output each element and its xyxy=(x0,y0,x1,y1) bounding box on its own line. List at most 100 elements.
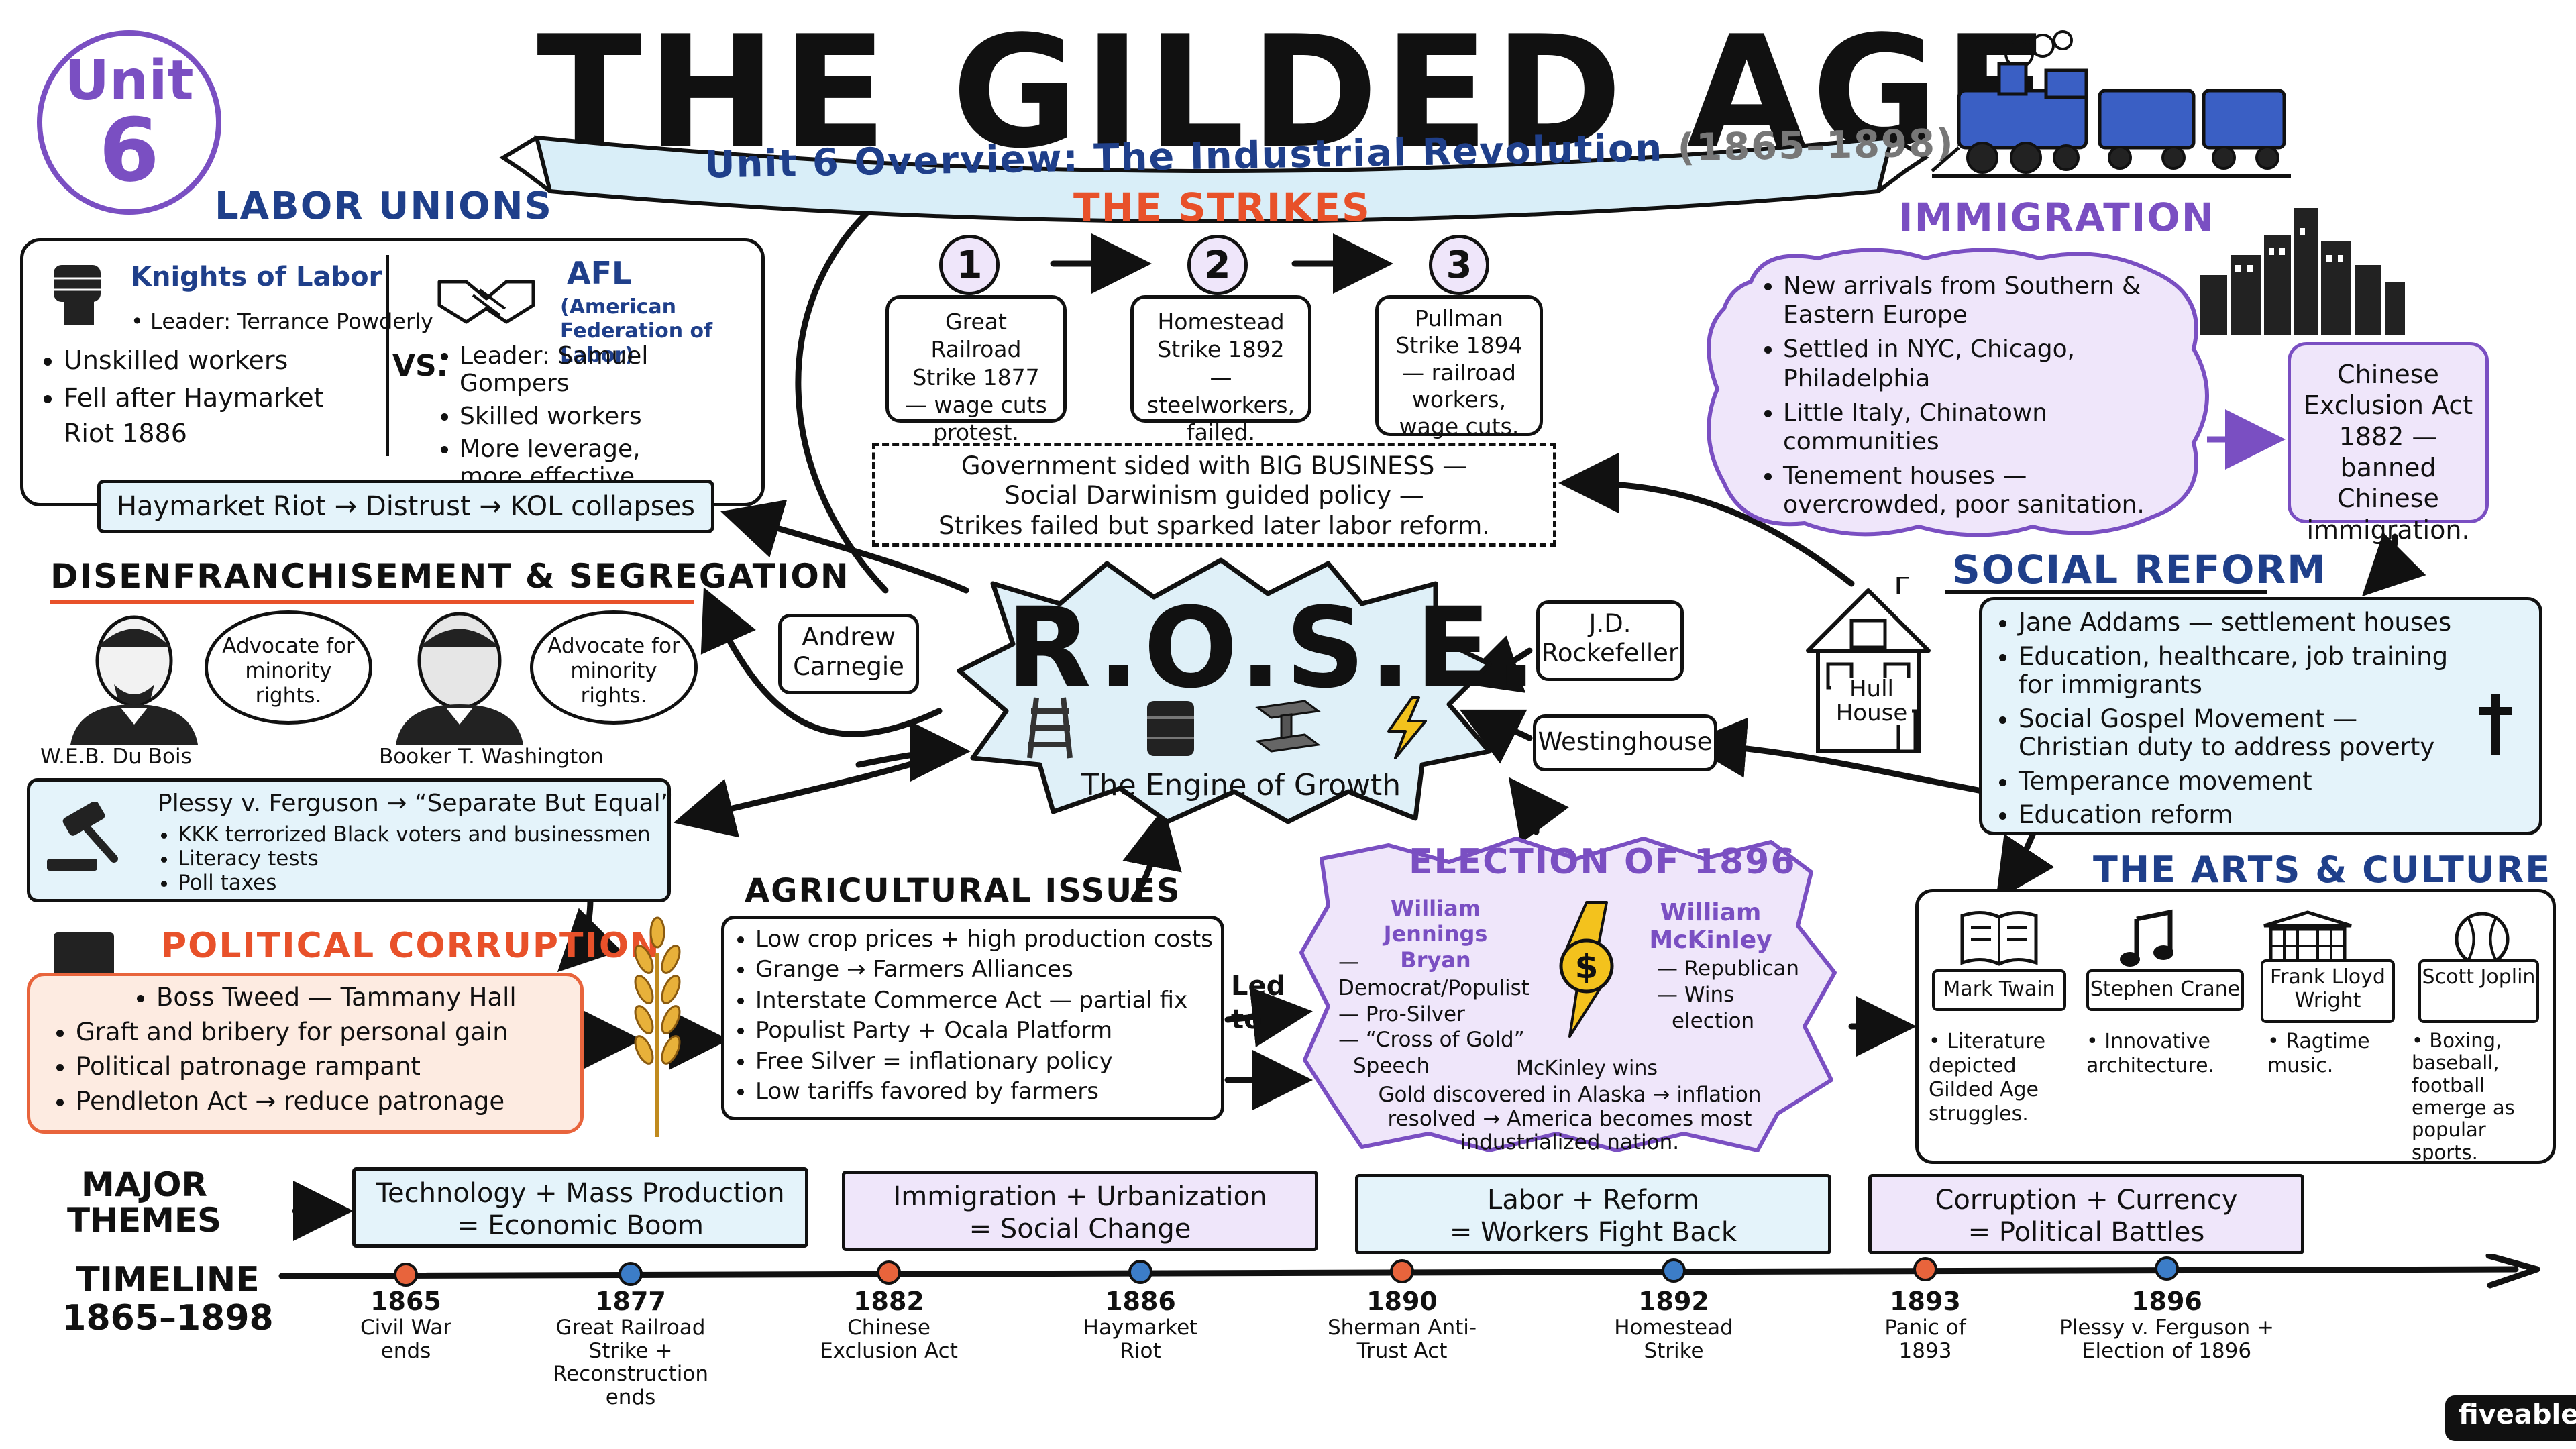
social-reform-point: Education, healthcare, job training for … xyxy=(2019,642,2459,700)
du-bois-name: W.E.B. Du Bois xyxy=(40,745,192,769)
washington-portrait xyxy=(396,612,523,745)
afl-full: (American Federation of Labor) xyxy=(560,295,713,367)
rose-caption: The Engine of Growth xyxy=(1081,768,1401,802)
agri-point: Populist Party + Ocala Platform xyxy=(755,1017,1221,1044)
kol-points: Unskilled workers Fell after Haymarket R… xyxy=(30,345,379,457)
strike-num-1: 1 xyxy=(939,235,1000,295)
led-to-label: Led to xyxy=(1231,971,1286,1035)
election-burst xyxy=(1299,837,1837,1152)
agri-point: Low tariffs favored by farmers xyxy=(755,1078,1221,1106)
vs-label: VS. xyxy=(392,349,448,383)
timeline-event-text: Homestead Strike xyxy=(1614,1316,1733,1363)
corruption-points: Boss Tweed — Tammany Hall Graft and brib… xyxy=(44,983,574,1122)
rose-burst xyxy=(957,557,1492,824)
agri-point: Low crop prices + high production costs xyxy=(755,926,1221,953)
fist-icon xyxy=(54,265,101,325)
political-corruption-panel: Boss Tweed — Tammany Hall Graft and brib… xyxy=(27,973,584,1134)
steel-beam-icon xyxy=(1255,700,1321,753)
labor-unions-title: LABOR UNIONS xyxy=(215,184,553,228)
disenfranchisement-title: DISENFRANCHISEMENT & SEGREGATION xyxy=(50,557,850,596)
theme-line: Technology + Mass Production xyxy=(376,1178,785,1209)
immigration-point: Tenement houses — overcrowded, poor sani… xyxy=(1783,462,2180,519)
corruption-point: Graft and bribery for personal gain xyxy=(76,1018,574,1047)
subtitle-years: (1865–1898) xyxy=(1677,121,1955,170)
timeline-axis xyxy=(278,1254,2540,1289)
arts-desc-twain: • Literature depicted Gilded Age struggl… xyxy=(1929,1030,2046,1126)
washington-name: Booker T. Washington xyxy=(379,745,604,769)
city-skyline-icon xyxy=(2200,208,2405,335)
timeline-label: TIMELINE 1865–1898 xyxy=(62,1260,274,1339)
du-bois-bubble: Advocate for minority rights. xyxy=(205,610,372,724)
timeline-event-text: Plessy v. Ferguson + Election of 1896 xyxy=(2059,1316,2274,1363)
arts-name-wright: Frank Lloyd Wright xyxy=(2261,959,2395,1023)
theme-line: Labor + Reform xyxy=(1487,1185,1699,1216)
building-icon xyxy=(2263,910,2352,965)
immigration-point: Settled in NYC, Chicago, Philadelphia xyxy=(1783,335,2180,392)
corruption-point: Boss Tweed — Tammany Hall xyxy=(156,983,574,1012)
arts-name-joplin: Scott Joplin xyxy=(2418,959,2539,1023)
strikes-note: Government sided with BIG BUSINESS — Soc… xyxy=(872,443,1556,547)
washington-bubble: Advocate for minority rights. xyxy=(530,610,698,724)
arts-name-twain: Mark Twain xyxy=(1932,969,2066,1011)
arts-title: THE ARTS & CULTURE xyxy=(2093,849,2552,891)
election-outcome: Gold discovered in Alaska → inflation re… xyxy=(1378,1083,1762,1155)
gavel-icon xyxy=(47,802,118,871)
bryan-point: — Democrat/Populist xyxy=(1338,950,1529,1000)
timeline-event-text: Sherman Anti-Trust Act xyxy=(1327,1316,1477,1363)
agricultural-title: AGRICULTURAL ISSUES xyxy=(745,872,1181,910)
plessy-panel: Plessy v. Ferguson → “Separate But Equal… xyxy=(27,778,673,902)
bryan-name: William Jennings Bryan xyxy=(1383,896,1488,973)
themes-label: MAJOR THEMES xyxy=(67,1165,222,1240)
plessy-point: KKK terrorized Black voters and business… xyxy=(178,823,661,846)
hull-house-label: Hull House xyxy=(1831,677,1912,726)
strike-card-2: Homestead Strike 1892 — steelworkers, fa… xyxy=(1130,295,1311,445)
chinese-exclusion-card: Chinese Exclusion Act 1882 — banned Chin… xyxy=(2288,342,2489,545)
hull-house-icon xyxy=(1806,577,1931,753)
social-reform-point: Jane Addams — settlement houses xyxy=(2019,608,2488,637)
political-corruption-title: POLITICAL CORRUPTION xyxy=(161,926,661,966)
unit-badge: Unit 6 xyxy=(37,30,221,215)
social-reform-panel: Jane Addams — settlement houses Educatio… xyxy=(1979,597,2542,835)
music-note-icon xyxy=(2120,909,2174,967)
theme-line: = Economic Boom xyxy=(457,1210,704,1241)
handshake-icon xyxy=(437,280,535,324)
agricultural-panel: Low crop prices + high production costs … xyxy=(721,916,1224,1120)
strike-card-3: Pullman Strike 1894 — railroad workers, … xyxy=(1375,295,1543,439)
theme-line: Corruption + Currency xyxy=(1935,1185,2238,1216)
plessy-point: Literacy tests xyxy=(178,847,661,870)
haymarket-footer: Haymarket Riot → Distrust → KOL collapse… xyxy=(97,480,714,533)
mckinley-name: William McKinley xyxy=(1649,899,1772,955)
agricultural-points: Low crop prices + high production costs … xyxy=(724,926,1221,1109)
immigration-point: Little Italy, Chinatown communities xyxy=(1783,398,2180,456)
immigration-title: IMMIGRATION xyxy=(1898,195,2216,240)
social-reform-point: Education reform xyxy=(2019,801,2459,830)
immigration-points: New arrivals from Southern & Eastern Eur… xyxy=(1751,272,2180,525)
book-icon xyxy=(1960,911,2038,966)
arts-desc-wright: • Ragtime music. xyxy=(2267,1030,2370,1077)
afl-name: AFL xyxy=(567,255,632,291)
corruption-point: Pendleton Act → reduce patronage xyxy=(76,1087,574,1116)
bryan-points: — Democrat/Populist — Pro-Silver — “Cros… xyxy=(1338,949,1553,1079)
immigration-cloud xyxy=(1707,248,2209,537)
rose-title: R.O.S.E. xyxy=(1006,584,1542,712)
cross-icon xyxy=(2479,694,2512,755)
strike-card-1: Great Railroad Strike 1877 — wage cuts p… xyxy=(885,295,1067,445)
lightning-icon xyxy=(1387,696,1427,759)
kol-leader: • Leader: Terrance Powderly xyxy=(131,309,433,334)
social-reform-point: Temperance movement xyxy=(2019,767,2459,796)
immigration-point: New arrivals from Southern & Eastern Eur… xyxy=(1783,272,2180,329)
kol-name: Knights of Labor xyxy=(131,262,382,292)
election-title: ELECTION OF 1896 xyxy=(1409,842,1796,882)
theme-box-3: Labor + Reform = Workers Fight Back xyxy=(1355,1174,1831,1254)
labor-unions-panel: Knights of Labor • Leader: Terrance Powd… xyxy=(20,238,765,506)
strikes-note-line: Strikes failed but sparked later labor r… xyxy=(938,511,1491,540)
election-result: McKinley wins xyxy=(1516,1057,1658,1080)
social-reform-point: Social Gospel Movement — Christian duty … xyxy=(2019,704,2459,762)
theme-box-1: Technology + Mass Production = Economic … xyxy=(352,1167,808,1248)
plessy-points: KKK terrorized Black voters and business… xyxy=(151,823,661,896)
timeline-event-text: Haymarket Riot xyxy=(1083,1316,1198,1363)
du-bois-portrait xyxy=(70,615,198,745)
arts-name-crane: Stephen Crane xyxy=(2086,969,2244,1011)
agri-point: Free Silver = inflationary policy xyxy=(755,1048,1221,1075)
arts-desc-crane: • Innovative architecture. xyxy=(2086,1030,2215,1077)
